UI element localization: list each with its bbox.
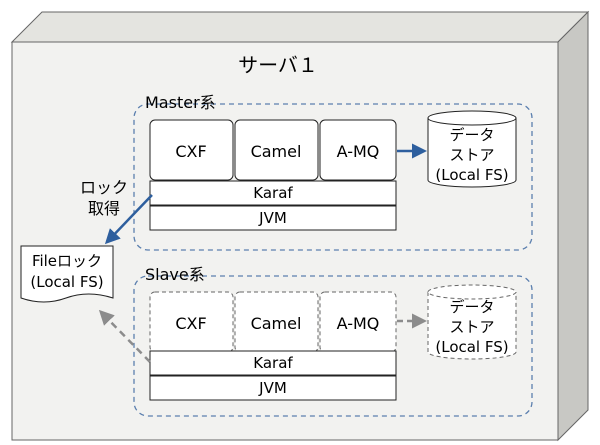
slave-camel-label: Camel [251,314,302,333]
master-datastore-line2: ストア [449,146,494,164]
master-amq-box [319,119,397,181]
master-group [133,103,533,251]
master-label: Master系 [145,93,216,112]
file-lock-line1: Fileロック [32,252,102,270]
master-datastore [427,110,517,188]
master-cxf-label: CXF [175,142,206,161]
slave-datastore [427,284,517,360]
slave-group [133,275,533,417]
slave-cxf-box [149,291,234,353]
master-jvm-label: JVM [258,209,287,227]
lock-acquire-line1: ロック [80,178,128,197]
master-datastore-line3: (Local FS) [435,166,508,184]
slave-label: Slave系 [145,265,205,284]
slave-amq-label: A-MQ [337,314,380,333]
master-datastore-line1: データ [449,126,494,144]
slave-datastore-line2: ストア [449,318,494,336]
slave-datastore-line3: (Local FS) [435,338,508,356]
master-amq-label: A-MQ [337,142,380,161]
slave-karaf-label: Karaf [253,354,293,372]
lock-acquire-line2: 取得 [88,199,120,218]
server-box-top [10,11,590,43]
master-cxf-box [149,119,234,181]
master-camel-box [234,119,319,181]
server-box-side [557,10,589,442]
master-jvm-box [149,205,397,231]
slave-jvm-label: JVM [258,379,287,397]
master-karaf-box [149,180,397,206]
slave-camel-box [234,291,319,353]
slave-cxf-label: CXF [175,314,206,333]
file-lock-line2: (Local FS) [30,273,103,291]
master-karaf-label: Karaf [253,184,293,202]
master-camel-label: Camel [251,142,302,161]
slave-karaf-box [149,350,397,376]
slave-datastore-line1: データ [449,298,494,316]
slave-jvm-box [149,375,397,401]
server-title: サーバ１ [238,53,318,77]
lock-acquire-arrow [104,194,153,245]
file-lock-document [20,245,114,303]
